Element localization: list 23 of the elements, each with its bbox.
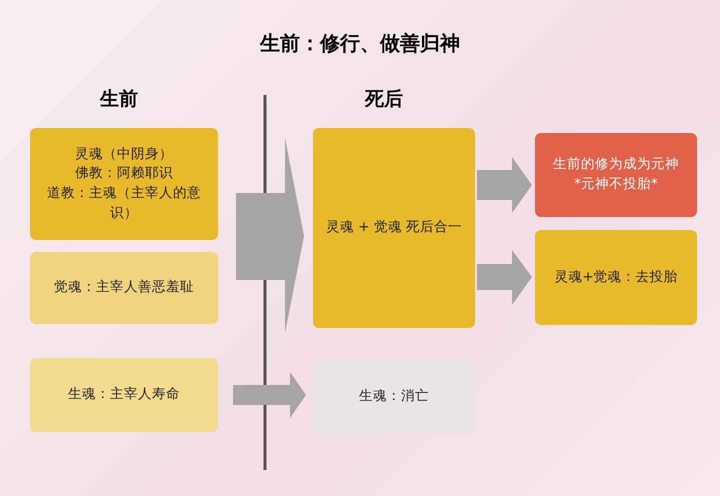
- box-text: 灵魂（中阴身）: [75, 144, 173, 164]
- column-heading: 生前: [100, 87, 138, 112]
- box-text: 生魂：主宰人寿命: [68, 385, 180, 404]
- box-text: 佛教：阿赖耶识: [75, 164, 173, 184]
- text-box: [30, 128, 218, 240]
- box-text: 生魂：消亡: [359, 387, 429, 406]
- block-arrow: [477, 157, 532, 213]
- text-box: [30, 358, 218, 432]
- text-box: [535, 133, 697, 217]
- column-heading: 死后: [365, 87, 403, 112]
- block-arrow: [236, 138, 304, 333]
- text-box: [313, 128, 475, 328]
- block-arrow: [477, 250, 532, 305]
- block-arrow: [233, 372, 306, 418]
- text-box: [535, 230, 697, 325]
- box-text: 生前的修为成为元神: [553, 155, 679, 174]
- box-text: 道教：主魂（主宰人的意识）: [46, 184, 202, 223]
- box-text: *元神不投胎*: [574, 175, 658, 194]
- text-box: [30, 252, 218, 324]
- box-text: 灵魂+觉魂：去投胎: [554, 268, 678, 287]
- box-text: 觉魂：主宰人善恶羞耻: [54, 278, 194, 298]
- title: 生前：修行、做善归神: [258, 30, 461, 57]
- box-text: 灵魂 + 觉魂 死后合一: [326, 218, 462, 238]
